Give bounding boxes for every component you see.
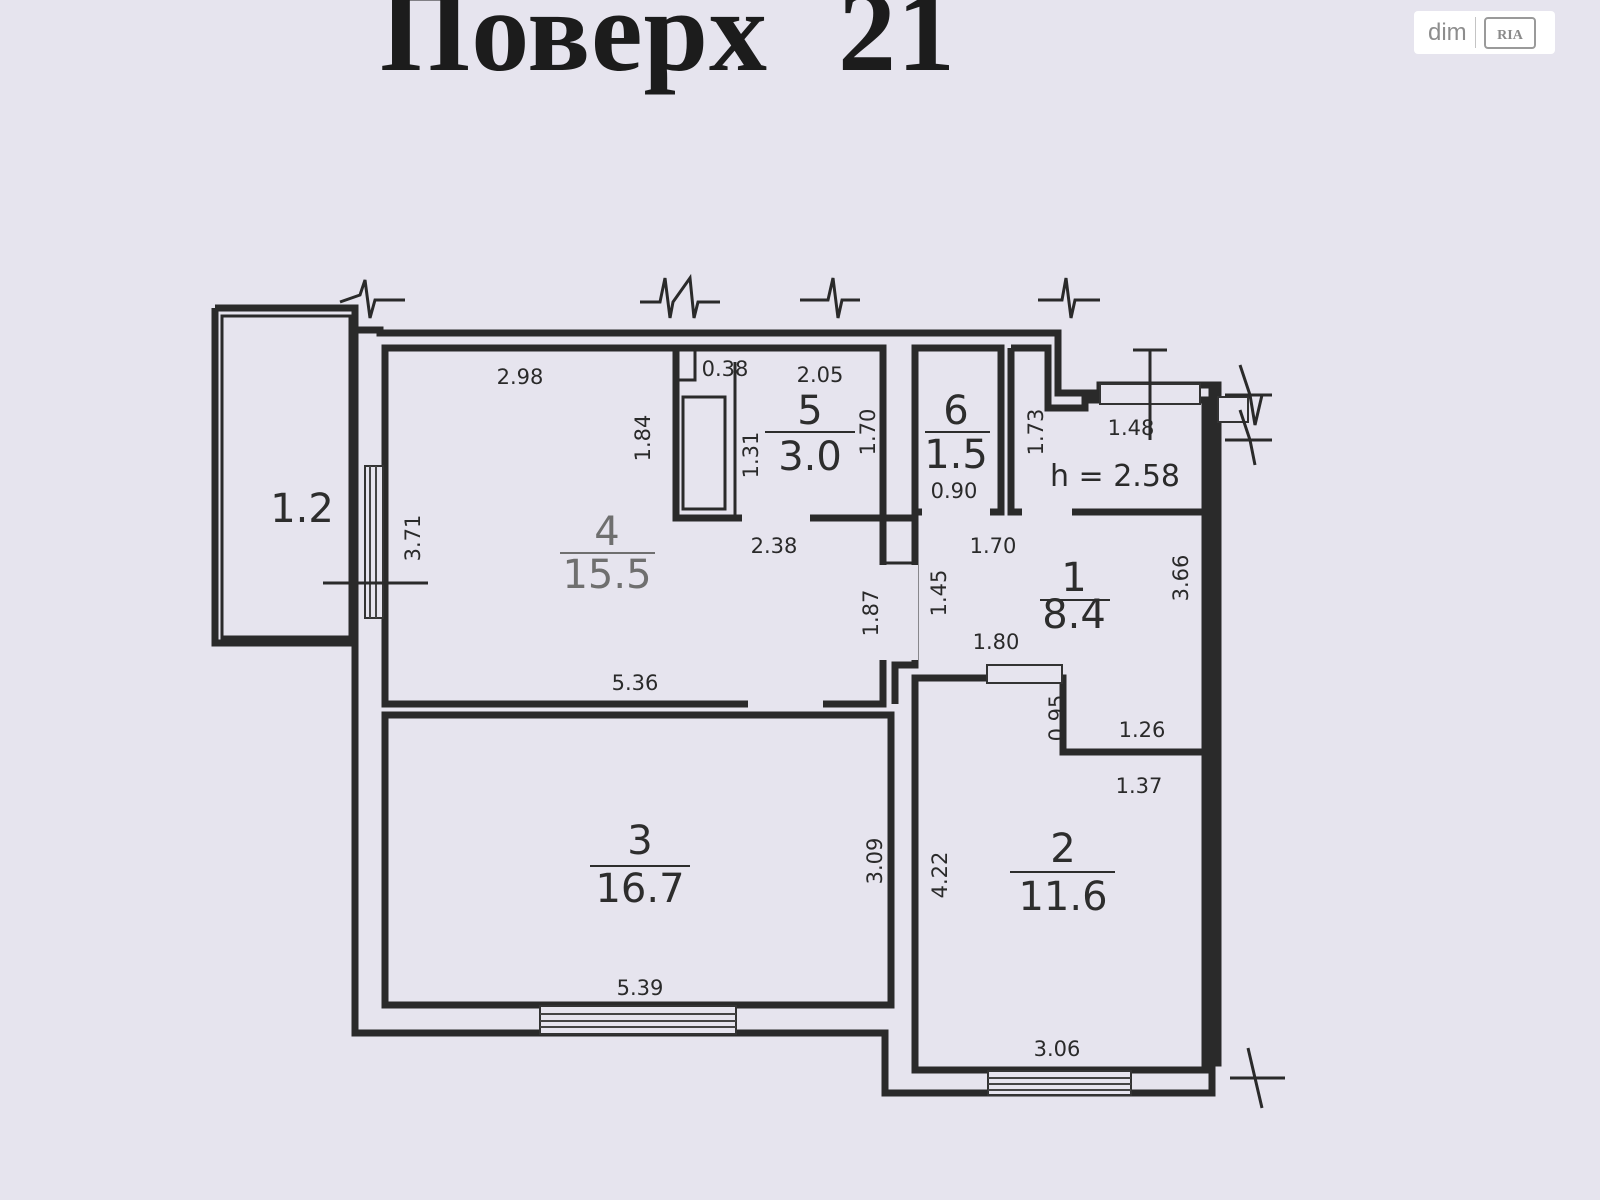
- room-5-area: 3.0: [778, 434, 842, 480]
- room-3-number: 3: [627, 818, 652, 864]
- dimension-label: 5.36: [612, 671, 659, 695]
- wall-break-marks: [323, 273, 1285, 1109]
- dimension-label: 1.87: [859, 590, 883, 637]
- dimension-label: 1.84: [631, 415, 655, 462]
- room-labels: 1.2 1 8.4 2 11.6 3 16.7 4 15.5 5 3.0 6 1…: [270, 388, 1180, 920]
- logo-divider: [1474, 17, 1476, 48]
- dimension-label: 0.90: [931, 479, 978, 503]
- dimension-label: 1.45: [927, 570, 951, 617]
- dimension-label: 1.26: [1119, 718, 1166, 742]
- dimension-label: 1.37: [1116, 774, 1163, 798]
- floor-title: Поверх 21: [380, 0, 956, 99]
- room-4-area: 15.5: [562, 552, 651, 598]
- dimension-label: 3.09: [863, 838, 887, 885]
- balcony-area-label: 1.2: [270, 486, 334, 532]
- room-4-number: 4: [594, 509, 619, 555]
- dimension-labels: 2.98 0.38 2.05 1.84 1.31 1.70 1.73 1.48 …: [401, 357, 1193, 1061]
- dimension-label: 2.05: [797, 363, 844, 387]
- room-2-number: 2: [1050, 826, 1075, 872]
- dim-ria-logo: dim RIA: [1414, 11, 1555, 54]
- dimension-label: 3.71: [401, 515, 425, 562]
- door-openings: [742, 506, 1072, 710]
- room-1-area: 8.4: [1042, 592, 1106, 638]
- room-5-number: 5: [797, 388, 822, 434]
- logo-text: dim: [1428, 18, 1467, 46]
- windows: [364, 383, 1249, 1096]
- dimension-label: 1.70: [970, 534, 1017, 558]
- dimension-label: 1.48: [1108, 416, 1155, 440]
- dimension-label: 1.73: [1024, 409, 1048, 456]
- dimension-label: 1.31: [739, 432, 763, 479]
- ria-seal-icon: RIA: [1483, 16, 1536, 49]
- outer-walls: [211, 304, 1222, 1097]
- svg-text:RIA: RIA: [1497, 28, 1524, 43]
- room-2-area: 11.6: [1018, 874, 1107, 920]
- ceiling-height-note: h = 2.58: [1050, 459, 1180, 494]
- room-6-number: 6: [943, 388, 968, 434]
- dimension-label: 0.38: [702, 357, 749, 381]
- dimension-label: 3.06: [1034, 1037, 1081, 1061]
- room-1-number: 1: [1061, 555, 1086, 601]
- dimension-label: 2.38: [751, 534, 798, 558]
- dimension-label: 2.98: [497, 365, 544, 389]
- balcony: [220, 314, 352, 645]
- dimension-label: 3.66: [1169, 555, 1193, 602]
- dimension-label: 1.70: [856, 409, 880, 456]
- room-6-area: 1.5: [924, 432, 988, 478]
- dimension-label: 4.22: [928, 852, 952, 899]
- dimension-label: 1.80: [973, 630, 1020, 654]
- dimension-label: 0.95: [1045, 695, 1069, 742]
- floor-title-number: 21: [837, 0, 956, 96]
- room-3-area: 16.7: [595, 866, 684, 912]
- dimension-label: 5.39: [617, 976, 664, 1000]
- floor-title-word: Поверх: [380, 0, 768, 96]
